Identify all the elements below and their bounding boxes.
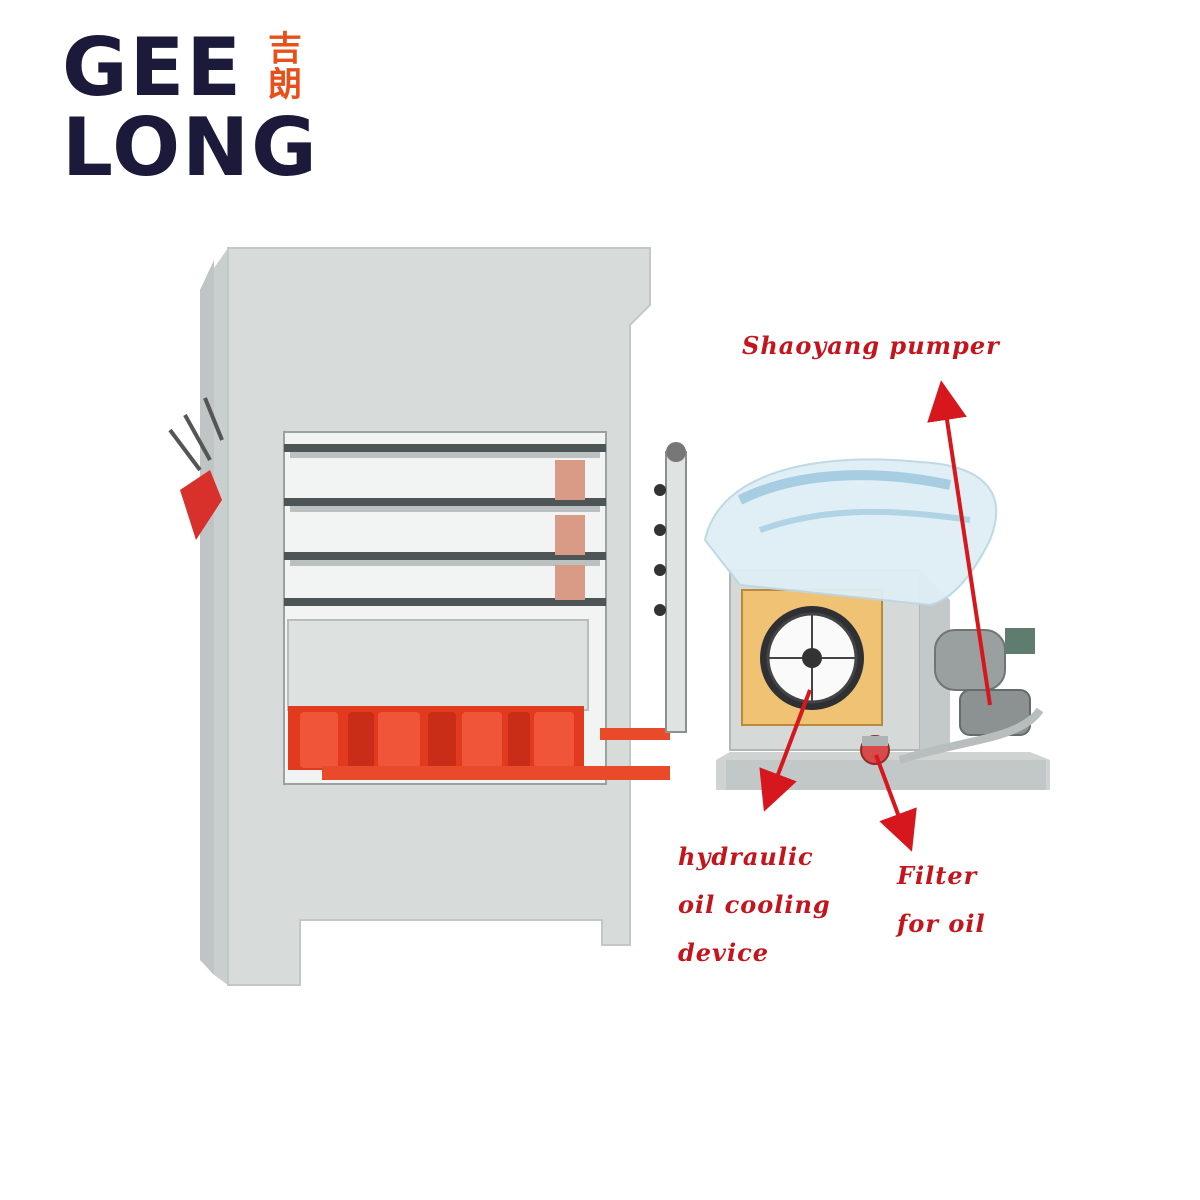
logo-text-line1: GEE [62, 21, 243, 114]
brand-logo: GEE LONG 吉 朗 [62, 21, 332, 188]
arrow-to-filter [874, 754, 917, 852]
logo-chinese-char1: 吉 [268, 29, 302, 69]
cooling-label-line2: oil cooling [678, 890, 831, 919]
pump-label-text: Shaoyang pumper [742, 331, 1000, 360]
logo-text-line2: LONG [62, 101, 319, 194]
hydraulic-station [703, 458, 1050, 790]
filter-label: Filter for oil [897, 852, 986, 948]
cooling-label-line1: hydraulic [678, 842, 814, 871]
cooling-label-line3: device [678, 938, 769, 967]
logo-chinese-char2: 朗 [268, 65, 302, 105]
side-pipe [654, 442, 687, 733]
annotation-arrows [759, 380, 992, 852]
cooling-device-label: hydraulic oil cooling device [678, 833, 831, 977]
arrow-to-cooler [759, 689, 812, 812]
arrow-to-pump [927, 380, 992, 706]
pump-label: Shaoyang pumper [742, 322, 1000, 370]
filter-label-line1: Filter [897, 861, 978, 890]
hydraulic-cylinders [288, 706, 670, 780]
hot-press-frame [168, 247, 651, 986]
filter-label-line2: for oil [897, 909, 986, 938]
